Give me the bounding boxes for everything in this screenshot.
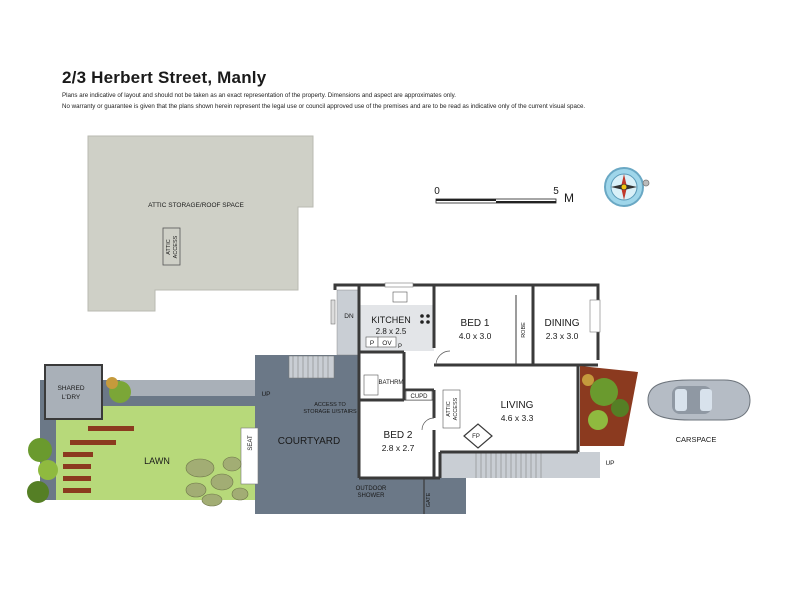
courtyard-area [255, 355, 466, 514]
storage-access-label-1: ACCESS TO [314, 402, 346, 408]
scale-start: 0 [434, 186, 440, 197]
bed1-label: BED 1 [461, 318, 490, 329]
front-stairs [440, 452, 600, 478]
attic-access-living-1: ATTIC [446, 401, 452, 417]
deck-steps [63, 426, 134, 493]
bed2-dims: 2.8 x 2.7 [382, 443, 415, 453]
carspace-label: CARSPACE [676, 435, 717, 444]
outdoor-shower-label-1: OUTDOOR [356, 486, 387, 492]
attic-storage-area [87, 135, 314, 312]
property-title: 2/3 Herbert Street, Manly [62, 68, 267, 87]
courtyard-label: COURTYARD [278, 436, 340, 447]
pantry-label-2: P [398, 344, 402, 350]
disclaimer-line-1: Plans are indicative of layout and shoul… [62, 92, 456, 99]
attic-access-label-1: ATTIC [166, 239, 172, 255]
compass-icon [604, 167, 650, 207]
oven-label: OV [382, 340, 392, 347]
seat-bench [240, 427, 259, 485]
plants-right [580, 366, 638, 446]
stairs-up-label-right: UP [605, 460, 614, 467]
car-icon [647, 379, 751, 421]
lawn-label: LAWN [144, 456, 170, 466]
living-label: LIVING [501, 400, 534, 411]
bathroom-label: BATHRM [379, 380, 404, 386]
laundry-label-1: SHARED [57, 385, 84, 392]
stepping-stones [185, 456, 249, 507]
gate-label: GATE [426, 492, 432, 507]
outdoor-shower-label-2: SHOWER [358, 493, 386, 499]
kitchen-sink [392, 291, 408, 303]
scale-bar: 0 5 M [434, 186, 574, 205]
laundry-label-2: L'DRY [62, 394, 81, 401]
fireplace-label: FP [472, 434, 480, 440]
living-dims: 4.6 x 3.3 [501, 413, 534, 423]
cooktop-icon [420, 314, 430, 324]
scale-end: 5 [553, 186, 559, 197]
robe-label: ROBE [521, 322, 527, 338]
storage-access-label-2: STORAGE U/STAIRS [303, 409, 357, 415]
disclaimer-line-2: No warranty or guarantee is given that t… [62, 103, 586, 110]
seat-label: SEAT [248, 435, 254, 451]
bed2-label: BED 2 [384, 430, 413, 441]
bath-tub [363, 374, 379, 396]
attic-access-label-2: ACCESS [173, 235, 179, 258]
plants-left [27, 377, 131, 503]
scale-unit: M [564, 191, 574, 205]
dining-dims: 2.3 x 3.0 [546, 331, 579, 341]
courtyard-stairs [288, 355, 335, 379]
kitchen-dims: 2.8 x 2.5 [376, 327, 407, 336]
stairs-up-label-left: UP [261, 391, 270, 398]
fireplace [463, 423, 493, 449]
shared-laundry [44, 364, 103, 420]
kitchen-label: KITCHEN [371, 315, 411, 325]
dining-label: DINING [545, 318, 580, 329]
attic-access-living-2: ACCESS [453, 397, 459, 420]
kitchen-appliances [365, 336, 397, 348]
cupboard [405, 390, 433, 401]
cupboard-label: CUPD [410, 394, 428, 400]
attic-storage-label: ATTIC STORAGE/ROOF SPACE [148, 202, 244, 209]
bed1-dims: 4.0 x 3.0 [459, 331, 492, 341]
stairs-down-label: DN [344, 313, 354, 320]
pantry-label-1: P [370, 340, 374, 347]
attic-access-living [442, 389, 461, 429]
attic-access-hatch [162, 227, 181, 266]
